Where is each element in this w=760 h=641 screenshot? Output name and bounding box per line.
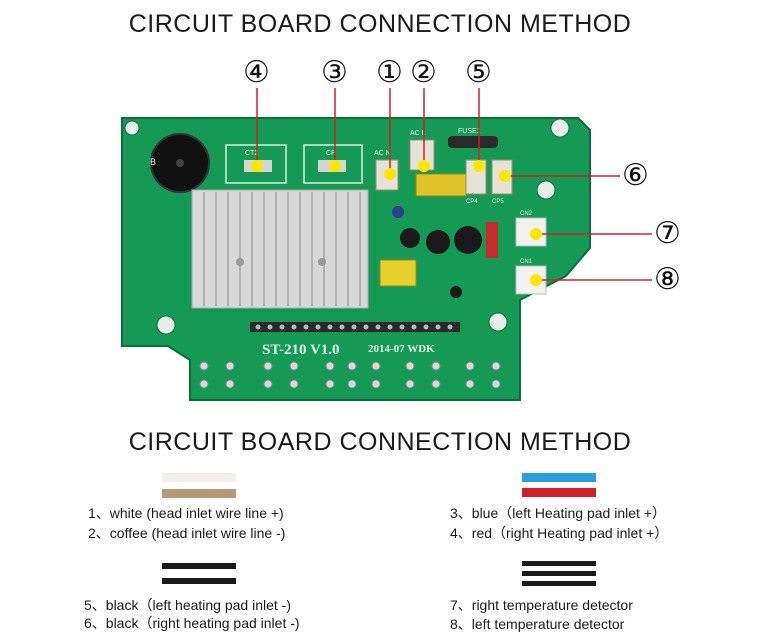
label-cp4: CP4: [466, 199, 478, 205]
connector-cp: [303, 144, 363, 184]
mount-hole: [488, 312, 508, 332]
wire-swatch-detector-1: [522, 561, 596, 566]
callout-7: ⑦: [654, 217, 681, 250]
mount-hole: [156, 315, 176, 335]
legend-item-7: 7、right temperature detector: [450, 597, 633, 613]
wire-swatch-detector-3: [522, 581, 596, 586]
legend-item-3: 3、blue（left Heating pad inlet +）: [450, 505, 666, 521]
mount-hole: [536, 180, 556, 200]
legend-item-6: 6、black（right heating pad inlet -): [84, 615, 300, 631]
board-date-text: 2014-07 WDK: [368, 343, 435, 355]
wire-swatch-black-1: [162, 563, 236, 569]
wire-swatch-red: [522, 488, 596, 497]
mount-hole: [550, 118, 570, 138]
heatsink: [191, 189, 369, 309]
label-cn2: CN2: [520, 211, 533, 217]
fuse: [448, 136, 498, 148]
label-ct2: CT2: [245, 150, 258, 157]
callout-5: ⑤: [465, 56, 492, 89]
connection-dot-4: [251, 160, 263, 172]
connection-dot-2: [418, 160, 430, 172]
callout-6: ⑥: [622, 159, 649, 192]
connection-dot-1: [384, 168, 396, 180]
transformer: [379, 259, 417, 287]
label-b: B: [150, 157, 156, 167]
callout-4: ④: [243, 56, 270, 89]
wire-swatch-coffee: [162, 489, 236, 498]
legend-item-4: 4、red（right Heating pad inlet +）: [450, 525, 669, 541]
label-fuse: FUSE1: [458, 128, 481, 135]
page-title: CIRCUIT BOARD CONNECTION METHOD: [128, 10, 632, 38]
wire-swatch-white: [162, 473, 236, 482]
connection-dot-8: [530, 274, 542, 286]
legend-item-1: 1、white (head inlet wire line +): [88, 505, 284, 521]
connector-ct2: [225, 144, 287, 184]
legend-item-8: 8、left temperature detector: [450, 616, 625, 632]
label-cp5: CP5: [492, 199, 504, 205]
yellow-capacitor: [415, 173, 467, 197]
callout-8: ⑧: [654, 263, 681, 296]
mount-hole: [124, 120, 140, 136]
wire-swatch-blue: [522, 473, 596, 482]
label-acn: AC N: [374, 150, 391, 157]
label-cp: CP: [326, 150, 336, 157]
legend-item-5: 5、black（left heating pad inlet -): [84, 597, 291, 613]
connection-dot-5: [473, 160, 485, 172]
connection-dot-7: [530, 228, 542, 240]
label-cn1: CN1: [520, 259, 533, 265]
wire-swatch-black-2: [162, 578, 236, 584]
callout-2: ②: [410, 56, 437, 89]
connection-dot-6: [499, 170, 511, 182]
legend-title: CIRCUIT BOARD CONNECTION METHOD: [128, 428, 632, 456]
connection-dot-3: [329, 160, 341, 172]
callout-1: ①: [376, 56, 403, 89]
wire-swatch-detector-2: [522, 571, 596, 576]
board-model-text: ST-210 V1.0: [262, 342, 340, 358]
callout-3: ③: [321, 56, 348, 89]
label-acl: AC L: [410, 130, 426, 137]
legend-item-2: 2、coffee (head inlet wire line -): [88, 525, 286, 541]
